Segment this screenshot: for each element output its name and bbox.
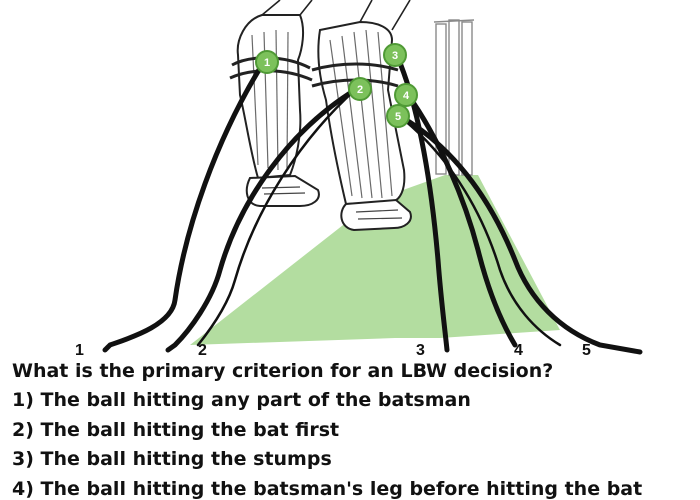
path-label-1: 1	[75, 342, 84, 359]
right-leg-pad	[311, 20, 412, 232]
question-text: What is the primary criterion for an LBW…	[12, 360, 554, 382]
impact-marker-4: 4	[394, 83, 418, 107]
svg-text:1: 1	[264, 57, 270, 69]
path-label-3: 3	[416, 342, 425, 359]
quiz-block: What is the primary criterion for an LBW…	[12, 356, 692, 500]
trajectory-2	[165, 87, 358, 353]
svg-text:2: 2	[357, 84, 363, 96]
impact-marker-1: 1	[255, 50, 279, 74]
trajectory-1	[102, 57, 268, 353]
left-leg-pad	[229, 14, 320, 207]
trajectory-5b	[396, 113, 562, 347]
svg-text:5: 5	[395, 111, 401, 123]
answer-option-2[interactable]: 2) The ball hitting the bat first	[12, 418, 340, 441]
path-label-4: 4	[514, 342, 523, 359]
svg-text:3: 3	[392, 50, 398, 62]
svg-text:4: 4	[403, 90, 410, 102]
path-label-2: 2	[198, 342, 207, 359]
trajectory-2b	[196, 88, 357, 347]
answer-option-3[interactable]: 3) The ball hitting the stumps	[12, 448, 332, 470]
impact-marker-2: 2	[348, 77, 372, 101]
batsman-thighs	[261, 0, 411, 31]
answer-option-1[interactable]: 1) The ball hitting any part of the bats…	[12, 389, 471, 411]
lbw-diagram: 1 2 3 4 5 1 2 3 4 5	[75, 0, 643, 359]
impact-marker-5: 5	[386, 104, 410, 128]
path-label-5: 5	[582, 342, 591, 359]
impact-marker-3: 3	[383, 43, 407, 67]
trajectory-5	[395, 112, 643, 355]
trajectory-4	[405, 92, 518, 348]
answer-option-4[interactable]: 4) The ball hitting the batsman's leg be…	[12, 477, 643, 500]
